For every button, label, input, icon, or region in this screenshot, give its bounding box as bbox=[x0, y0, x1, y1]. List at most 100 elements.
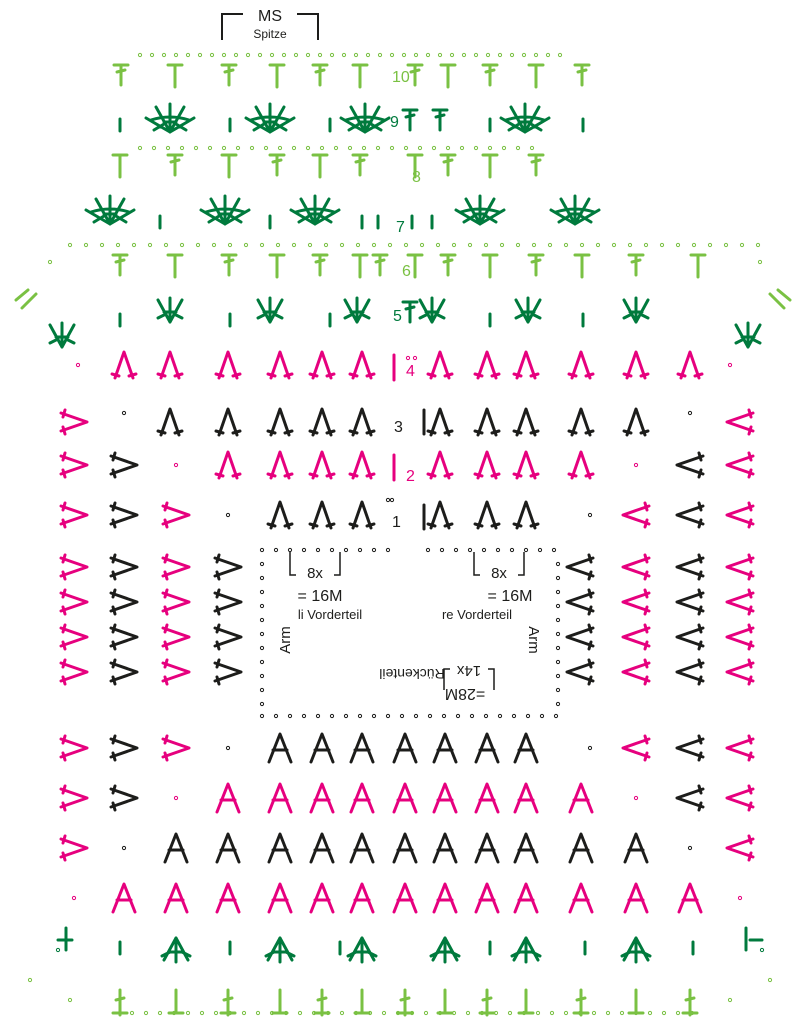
chain-dot bbox=[648, 1011, 651, 1014]
chain-dot bbox=[554, 714, 557, 717]
chain-dot bbox=[414, 53, 417, 56]
v-increase-symbol bbox=[310, 502, 334, 528]
chain-dot bbox=[68, 998, 71, 1001]
v-increase-symbol bbox=[111, 503, 137, 527]
chain-dot bbox=[708, 243, 711, 246]
chain-dot bbox=[274, 548, 277, 551]
chain-dot bbox=[148, 243, 151, 246]
chain-dot bbox=[452, 243, 455, 246]
chain-dot bbox=[320, 146, 323, 149]
double-crochet-symbol bbox=[270, 155, 284, 175]
chain-dot bbox=[390, 53, 393, 56]
v-increase-symbol bbox=[61, 660, 87, 684]
v-increase-symbol bbox=[163, 555, 189, 579]
chain-dot bbox=[426, 53, 429, 56]
chain-dot bbox=[372, 548, 375, 551]
double-crochet-symbol bbox=[168, 155, 182, 175]
v-increase-symbol bbox=[569, 409, 593, 435]
chain-dot bbox=[260, 688, 263, 691]
double-crochet-symbol bbox=[398, 990, 412, 1015]
right-eq: = 16M bbox=[488, 588, 533, 605]
chain-dot bbox=[436, 243, 439, 246]
chain-dot bbox=[510, 548, 513, 551]
double-crochet-symbol bbox=[629, 255, 643, 275]
row-number-5: 5 bbox=[393, 308, 402, 325]
chain-dot bbox=[166, 146, 169, 149]
chain-dot bbox=[274, 714, 277, 717]
chain-dot bbox=[260, 604, 263, 607]
chain-dot bbox=[510, 53, 513, 56]
a-stitch-symbol bbox=[515, 884, 537, 912]
v-increase-symbol bbox=[727, 453, 753, 477]
chain-dot bbox=[386, 714, 389, 717]
chain-dot bbox=[164, 243, 167, 246]
v-increase-symbol bbox=[623, 625, 649, 649]
v-increase-symbol bbox=[569, 352, 593, 378]
v-increase-symbol bbox=[727, 786, 753, 810]
chain-dot bbox=[362, 146, 365, 149]
v-increase-symbol bbox=[350, 409, 374, 435]
a-stitch-symbol bbox=[311, 834, 333, 862]
chain-dot bbox=[474, 53, 477, 56]
chain-dot bbox=[738, 896, 741, 899]
chain-dot bbox=[526, 714, 529, 717]
v-increase-symbol bbox=[111, 453, 137, 477]
a-stitch-symbol bbox=[351, 734, 373, 762]
v-increase-symbol bbox=[111, 590, 137, 614]
back-label-group: Rückenteil 14x =28M bbox=[379, 662, 494, 702]
v-increase-symbol bbox=[268, 352, 292, 378]
v-increase-symbol bbox=[268, 452, 292, 478]
chain-dot bbox=[580, 243, 583, 246]
a-stitch-symbol bbox=[570, 884, 592, 912]
chain-dot bbox=[540, 714, 543, 717]
chain-dot bbox=[372, 714, 375, 717]
v-increase-symbol bbox=[61, 836, 87, 860]
chain-dot bbox=[84, 243, 87, 246]
chain-dot bbox=[438, 53, 441, 56]
double-crochet-symbol bbox=[313, 255, 327, 275]
double-crochet-symbol bbox=[313, 65, 327, 85]
v-increase-symbol bbox=[111, 660, 137, 684]
shell-fan-symbol bbox=[501, 104, 549, 132]
a-stitch-symbol bbox=[269, 734, 291, 762]
a-stitch-symbol bbox=[515, 734, 537, 762]
chain-dot bbox=[344, 548, 347, 551]
cluster-symbol bbox=[266, 938, 294, 962]
chain-dot bbox=[588, 746, 591, 749]
left-eq: = 16M bbox=[298, 588, 343, 605]
v-increase-symbol bbox=[727, 836, 753, 860]
v-increase-symbol bbox=[268, 409, 292, 435]
double-crochet-symbol bbox=[408, 65, 422, 85]
cluster-symbol bbox=[345, 298, 369, 322]
v-increase-symbol bbox=[163, 503, 189, 527]
v-increase-symbol bbox=[514, 352, 538, 378]
chain-dot bbox=[760, 948, 763, 951]
v-increase-symbol bbox=[350, 452, 374, 478]
right-count: 8x bbox=[491, 565, 507, 582]
v-increase-symbol bbox=[677, 660, 703, 684]
shell-fan-symbol bbox=[86, 196, 134, 224]
row-number-10: 10 bbox=[392, 69, 410, 86]
chain-dot bbox=[556, 702, 559, 705]
chain-dot bbox=[260, 702, 263, 705]
v-increase-symbol bbox=[268, 502, 292, 528]
chain-dot bbox=[442, 714, 445, 717]
chain-dot bbox=[564, 1011, 567, 1014]
v-increase-symbol bbox=[623, 590, 649, 614]
chain-dot bbox=[498, 53, 501, 56]
a-stitch-symbol bbox=[217, 884, 239, 912]
chain-dot bbox=[330, 714, 333, 717]
row-number-1: 1 bbox=[392, 514, 401, 531]
chain-dot bbox=[474, 146, 477, 149]
row-number-7: 7 bbox=[396, 219, 405, 236]
v-increase-symbol bbox=[623, 503, 649, 527]
chain-dot bbox=[556, 618, 559, 621]
back-part: Rückenteil bbox=[379, 666, 444, 682]
half-double-symbol bbox=[353, 65, 367, 87]
a-stitch-symbol bbox=[476, 734, 498, 762]
chain-dot bbox=[144, 1011, 147, 1014]
chain-dot bbox=[72, 896, 75, 899]
chain-dot bbox=[302, 714, 305, 717]
chain-dot bbox=[592, 1011, 595, 1014]
